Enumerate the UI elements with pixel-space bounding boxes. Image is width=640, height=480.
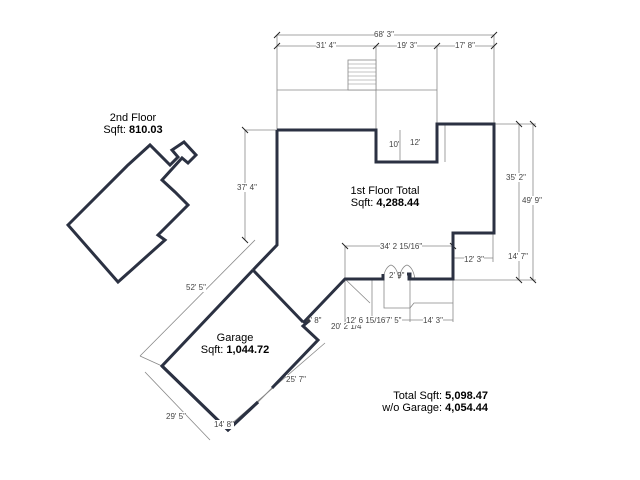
dimension-lines (139, 34, 536, 441)
dim: 29' 5" (166, 412, 186, 421)
dim: 7' 5" (386, 316, 402, 325)
dim: 17' 8" (455, 41, 475, 50)
dim: 10' (389, 140, 400, 149)
dim: 12' (410, 138, 421, 147)
dim: 14' 3" (423, 316, 443, 325)
dim: 37' 4" (237, 183, 257, 192)
second-floor-sqft: 810.03 (129, 124, 163, 136)
dim: 2' 9" (389, 271, 405, 280)
dim: 20' 2 1/4" (331, 322, 365, 331)
dimension-ticks (241, 31, 537, 284)
dim: 12' 6 15/16" (346, 316, 389, 325)
sqft-label: Sqft: (200, 344, 224, 356)
garage-label: Garage Sqft: 1,044.72 (190, 332, 280, 356)
dim: 25' 7" (286, 375, 306, 384)
wo-garage-sqft: 4,054.44 (445, 402, 488, 414)
first-floor-sqft: 4,288.44 (376, 197, 420, 209)
total-label: Total Sqft: (393, 390, 443, 402)
dim: 49' 9" (522, 196, 542, 205)
second-floor-outline (65, 140, 199, 285)
garage-title: Garage (216, 332, 254, 344)
dim: 52' 5" (186, 283, 206, 292)
dim: 14' 8" (214, 420, 234, 429)
dim: 35' 2" (506, 173, 526, 182)
dim: 14' 7" (508, 252, 528, 261)
totals: Total Sqft: 5,098.47 w/o Garage: 4,054.4… (368, 390, 488, 414)
first-floor-label: 1st Floor Total Sqft: 4,288.44 (335, 185, 435, 209)
garage-sqft: 1,044.72 (226, 344, 270, 356)
dim: 34' 2 15/16" (380, 242, 423, 251)
second-floor-label: 2nd Floor Sqft: 810.03 (98, 112, 168, 136)
sqft-label: Sqft: (350, 197, 374, 209)
dim: 12' 3" (464, 255, 484, 264)
dim: 31' 4" (316, 41, 336, 50)
sqft-label: Sqft: (103, 124, 126, 136)
total-sqft: 5,098.47 (445, 390, 488, 402)
first-floor-title: 1st Floor Total (350, 185, 420, 197)
dim: 19' 3" (397, 41, 417, 50)
second-floor-title: 2nd Floor (109, 112, 157, 124)
dim-overall: 68' 3" (374, 30, 394, 39)
wo-garage-label: w/o Garage: (382, 402, 443, 414)
dim: 4' 8" (306, 316, 322, 325)
